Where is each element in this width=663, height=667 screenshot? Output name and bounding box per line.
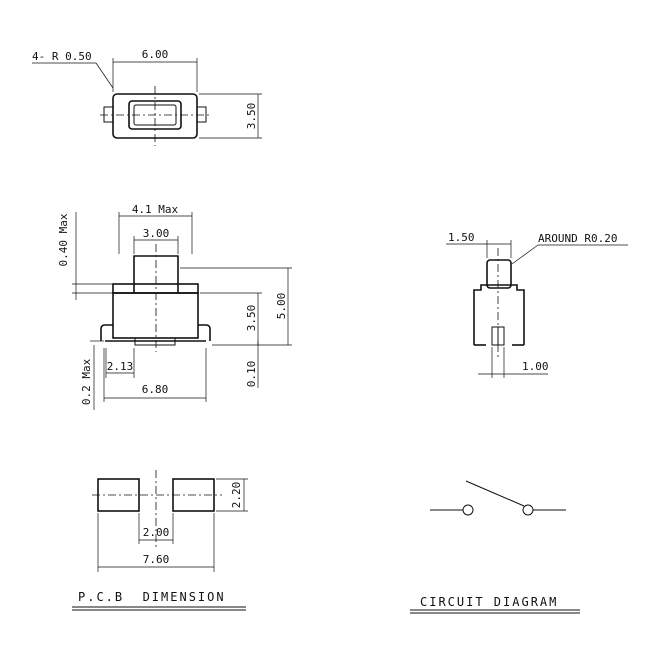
top-width-label: 6.00 [142, 48, 169, 61]
pcb-title: P.C.B DIMENSION [78, 590, 226, 604]
end-cap-label: 1.50 [448, 231, 475, 244]
end-radius-label: AROUND R0.20 [538, 232, 617, 245]
side-act-label: 3.00 [143, 227, 170, 240]
side-standoff-label: 0.10 [245, 361, 258, 388]
circuit-contact-right [522, 504, 534, 516]
end-radius-leader [511, 244, 539, 265]
side-total-label: 5.00 [275, 293, 288, 320]
pcb-dimension: 2.20 2.00 7.60 P.C.B DIMENSION [72, 470, 248, 611]
top-terminal-left [103, 106, 114, 123]
circuit-switch-lever [465, 480, 525, 507]
end-body [473, 284, 525, 345]
side-upper-body [112, 283, 199, 294]
top-height-label: 3.50 [245, 103, 258, 130]
end-pin-label: 1.00 [522, 360, 549, 373]
side-terminal-left [100, 324, 113, 341]
circuit-contact-left [462, 504, 474, 516]
side-terminal-right [198, 324, 211, 341]
side-base-notch [134, 337, 176, 346]
top-radius-label: 4- R 0.50 [32, 50, 92, 63]
side-max-label: 4.1 Max [132, 203, 179, 216]
end-view: 1.50 AROUND R0.20 1.00 [446, 231, 628, 378]
pcb-span-label: 7.60 [143, 553, 170, 566]
circuit-diagram: CIRCUIT DIAGRAM [410, 480, 580, 614]
top-radius-leader [95, 62, 114, 89]
side-stem-label: 0.40 Max [57, 213, 70, 266]
end-cap [486, 259, 512, 289]
side-lower-body [112, 292, 199, 339]
top-terminal-right [196, 106, 207, 123]
pcb-pad-h-label: 2.20 [230, 482, 243, 509]
side-offset-label: 2.13 [107, 360, 134, 373]
pcb-gap-label: 2.00 [143, 526, 170, 539]
side-bottom-label: 0.2 Max [80, 358, 93, 405]
side-body-label: 3.50 [245, 305, 258, 332]
side-view: 4.1 Max 3.00 0.40 Max 3.50 5.00 0.10 2.1… [57, 203, 292, 410]
side-base-label: 6.80 [142, 383, 169, 396]
top-view: 6.00 3.50 4- R 0.50 [32, 48, 262, 146]
circuit-title: CIRCUIT DIAGRAM [420, 595, 558, 609]
